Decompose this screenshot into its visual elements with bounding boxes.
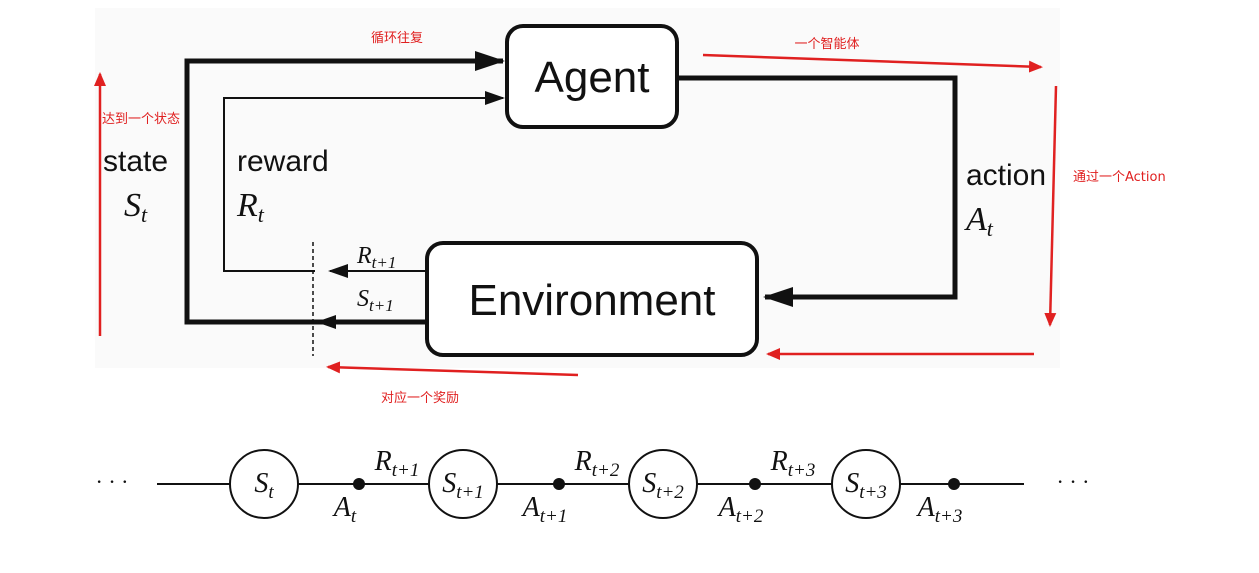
action-symbol: At <box>964 201 994 241</box>
action-label: At <box>332 492 357 527</box>
state-label: state <box>103 145 168 178</box>
reward-annotation: 对应一个奖励 <box>381 390 459 406</box>
red-arrow-down <box>1044 85 1058 327</box>
action-arrow <box>677 75 958 307</box>
state-node <box>428 449 498 519</box>
trajectory-sequence: · · · · · · St St+1 St+2 St+3At At+1 At+2 At+3… <box>96 446 1090 527</box>
action-label: action <box>966 159 1046 192</box>
state-node <box>628 449 698 519</box>
loop-annotation: 循环往复 <box>371 31 423 46</box>
red-arrow-left-reward <box>326 361 579 377</box>
via-action-annotation: 通过一个Action <box>1073 170 1166 185</box>
action-dot <box>749 478 761 490</box>
red-arrow-right <box>702 53 1043 73</box>
state-node <box>831 449 901 519</box>
reward-symbol: Rt <box>236 187 265 227</box>
environment-box <box>425 241 759 357</box>
reward-label: Rt+1 <box>374 446 420 481</box>
sequence-ellipsis-left: · · · <box>96 469 129 494</box>
reach-state-annotation: 达到一个状态 <box>102 112 180 127</box>
sequence-ellipsis-right: · · · <box>1057 469 1090 494</box>
action-label: At+2 <box>717 492 764 527</box>
environment-label: Environment <box>468 276 715 325</box>
reward-arrow <box>223 91 505 272</box>
action-dot <box>353 478 365 490</box>
action-label: At+1 <box>521 492 568 527</box>
reward-label: Rt+2 <box>574 446 620 481</box>
state-node-label: St+1 <box>442 468 484 503</box>
state-node-label: St <box>254 468 274 503</box>
action-dot <box>553 478 565 490</box>
action-label: At+3 <box>916 492 963 527</box>
state-symbol: St <box>124 187 148 227</box>
state-node <box>229 449 299 519</box>
state-node-label: St+3 <box>845 468 887 503</box>
state-arrow <box>184 51 505 325</box>
next-state-label: St+1 <box>357 286 394 315</box>
action-dot <box>948 478 960 490</box>
agent-annotation: 一个智能体 <box>794 37 859 52</box>
agent-label: Agent <box>535 53 650 102</box>
reward-label: Rt+3 <box>770 446 816 481</box>
next-reward-label: Rt+1 <box>356 243 396 272</box>
state-node-label: St+2 <box>642 468 684 503</box>
reward-label: reward <box>237 145 329 178</box>
